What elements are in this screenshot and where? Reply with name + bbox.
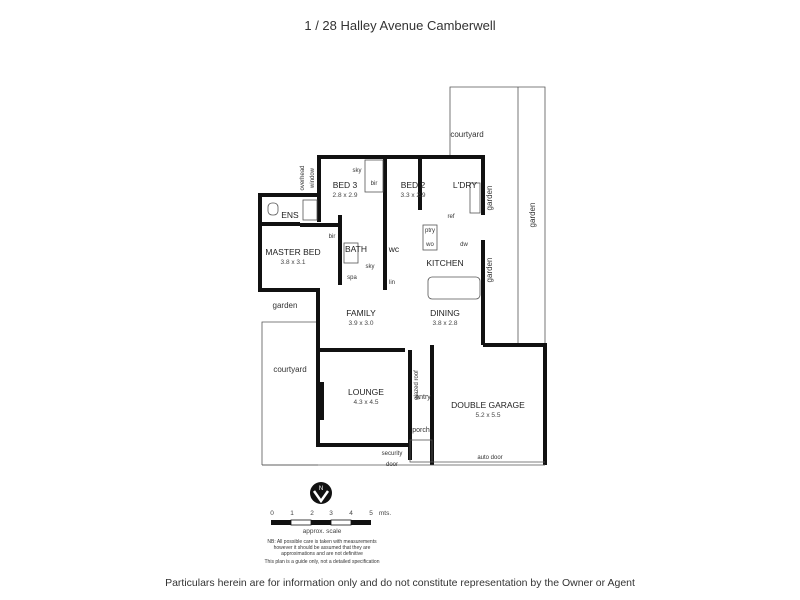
label-courtyard-left: courtyard — [273, 365, 306, 374]
room-family: FAMILY — [346, 308, 376, 318]
label-door: door — [386, 462, 398, 468]
scale-tick-1: 1 — [290, 510, 294, 517]
room-lounge: LOUNGE — [348, 387, 384, 397]
label-auto-door: auto door — [477, 455, 502, 461]
label-sky-1: sky — [353, 168, 362, 174]
scale-unit: mts. — [379, 510, 391, 517]
disclaimer-footer: Particulars herein are for information o… — [165, 577, 635, 589]
label-bir-2: bir — [329, 234, 336, 240]
label-overhead: overhead — [300, 165, 306, 190]
room-garage: DOUBLE GARAGE — [451, 400, 525, 410]
label-bir-1: bir — [371, 181, 378, 187]
room-ensuite: ENS — [281, 210, 299, 220]
label-garden-right: garden — [528, 203, 537, 228]
fixtures — [262, 159, 545, 466]
label-window: window — [310, 167, 316, 189]
note-line-3: approximations and are not definitive — [281, 551, 363, 557]
scale-tick-3: 3 — [329, 510, 333, 517]
room-dining-dims: 3.8 x 2.8 — [433, 320, 458, 327]
room-lounge-dims: 4.3 x 4.5 — [354, 399, 379, 406]
note-line-2: however it should be assumed that they a… — [274, 545, 371, 551]
scale-tick-2: 2 — [310, 510, 314, 517]
label-ptry: ptry — [425, 228, 435, 234]
room-dining: DINING — [430, 308, 460, 318]
room-master-dims: 3.8 x 3.1 — [281, 259, 306, 266]
label-spa: spa — [347, 275, 357, 281]
scale-caption: approx. scale — [303, 528, 342, 535]
label-garden-kitchen: garden — [485, 258, 494, 283]
north-arrow-icon: N — [310, 482, 332, 504]
room-bed2-dims: 3.3 x 2.9 — [401, 192, 426, 199]
room-bed3-dims: 2.8 x 2.9 — [333, 192, 358, 199]
room-family-dims: 3.9 x 3.0 — [349, 320, 374, 327]
note-line-4: This plan is a guide only, not a detaile… — [265, 559, 380, 565]
room-entry: entry — [415, 394, 431, 401]
room-master: MASTER BED — [265, 247, 320, 257]
plan-title: 1 / 28 Halley Avenue Camberwell — [304, 18, 496, 33]
label-dw: dw — [460, 242, 468, 248]
room-wc: wc — [388, 244, 400, 254]
label-sky-2: sky — [366, 264, 375, 270]
label-glazed-roof: glazed roof — [414, 370, 420, 400]
room-laundry: L'DRY — [453, 180, 477, 190]
label-lin: lin — [389, 280, 395, 286]
label-wo: wo — [425, 242, 434, 248]
room-porch: porch — [412, 427, 430, 434]
label-ref: ref — [447, 214, 454, 220]
room-kitchen: KITCHEN — [426, 258, 463, 268]
label-security: security — [382, 451, 403, 457]
room-bed2: BED 2 — [401, 180, 426, 190]
north-label: N — [319, 486, 323, 492]
scale-bar: 0 1 2 3 4 5 mts. approx. scale — [270, 510, 391, 535]
room-garage-dims: 5.2 x 5.5 — [476, 412, 501, 419]
room-bed3: BED 3 — [333, 180, 358, 190]
note-line-1: NB: All possible care is taken with meas… — [267, 539, 377, 545]
label-garden-left: garden — [273, 301, 298, 310]
label-garden-laundry: garden — [485, 186, 494, 211]
scale-tick-0: 0 — [270, 510, 274, 517]
label-courtyard-top: courtyard — [450, 130, 483, 139]
scale-tick-5: 5 — [369, 510, 373, 517]
room-bath: BATH — [345, 244, 367, 254]
scale-tick-4: 4 — [349, 510, 353, 517]
